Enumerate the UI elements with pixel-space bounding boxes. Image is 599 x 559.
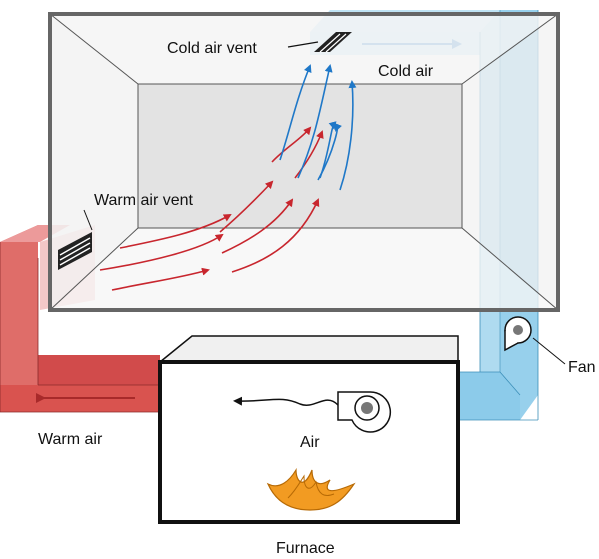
- flame-icon: [266, 467, 356, 511]
- fan-icon: [504, 316, 532, 352]
- furnace: [157, 335, 460, 524]
- cold-air-vent-grille: [287, 32, 352, 53]
- cold-air-flow-arrows: [279, 64, 357, 191]
- warm-air-vent-leader: [83, 209, 93, 231]
- room-outline: [48, 12, 560, 312]
- air-label: Air: [300, 434, 320, 451]
- furnace-label: Furnace: [276, 540, 335, 557]
- fan-icon: [337, 391, 392, 433]
- furnace-air-arrow: [233, 396, 339, 406]
- fan-label: Fan: [568, 359, 596, 376]
- warm-air-vent-label: Warm air vent: [94, 192, 194, 209]
- warm-air-label: Warm air: [38, 431, 103, 448]
- cold-air-vent-label: Cold air vent: [167, 40, 257, 57]
- room-back-wall: [137, 83, 463, 229]
- fan-leader: [532, 337, 566, 365]
- warm-air-vent-grille: [58, 232, 92, 270]
- warm-air-flow-arrows: [99, 126, 324, 291]
- furnace-top: [157, 335, 459, 363]
- cold-air-label: Cold air: [378, 63, 434, 80]
- room: [48, 12, 560, 312]
